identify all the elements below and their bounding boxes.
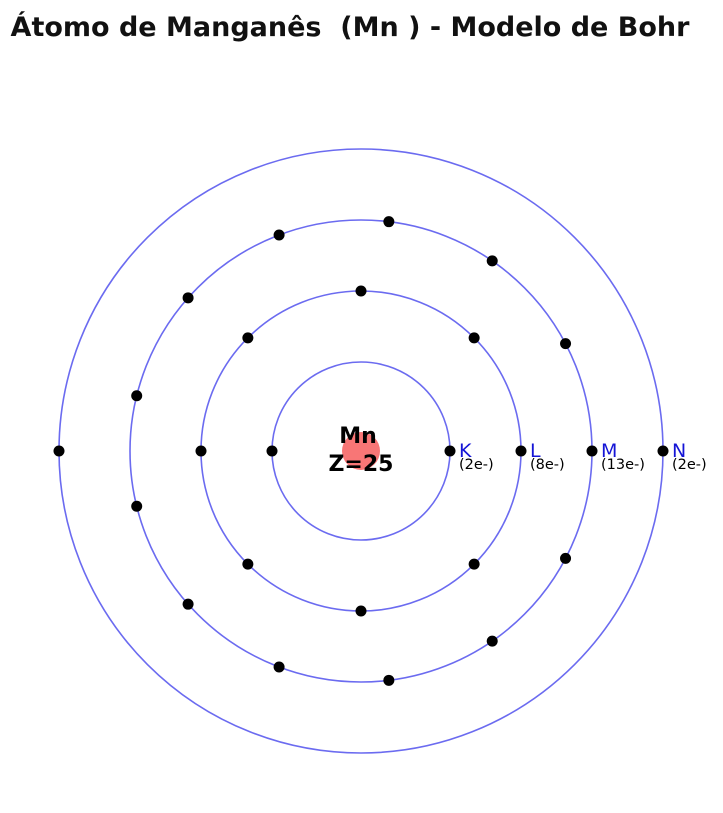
shell-label-n: N <box>672 440 686 462</box>
shell-label-l: L <box>530 440 541 462</box>
electron-m-6 <box>182 292 194 304</box>
shell-count-k: (2e-) <box>459 457 494 473</box>
shell-count-n: (2e-) <box>672 457 707 473</box>
shell-labels: K(2e-)L(8e-)M(13e-)N(2e-) <box>459 440 707 473</box>
shell-count-m: (13e-) <box>601 457 645 473</box>
electron-m-7 <box>131 390 143 402</box>
nucleus-atomic-number: Z=25 <box>328 452 393 477</box>
electron-m-12 <box>486 635 498 647</box>
electron-l-4 <box>242 332 254 344</box>
electron-k-2 <box>266 445 278 457</box>
electron-k-1 <box>444 445 456 457</box>
electron-m-11 <box>383 674 395 686</box>
electron-m-4 <box>383 216 395 228</box>
shell-count-l: (8e-) <box>530 457 565 473</box>
electron-m-13 <box>560 552 572 564</box>
electron-l-7 <box>355 605 367 617</box>
nucleus <box>342 432 380 470</box>
electron-m-8 <box>131 500 143 512</box>
diagram-title: Átomo de Manganês (Mn ) - Modelo de Bohr <box>10 12 690 43</box>
electron-m-9 <box>182 598 194 610</box>
electron-l-2 <box>468 332 480 344</box>
electron-n-2 <box>53 445 65 457</box>
electron-m-5 <box>273 229 285 241</box>
electron-n-1 <box>657 445 669 457</box>
electron-m-10 <box>273 661 285 673</box>
electron-l-8 <box>468 558 480 570</box>
electron-m-1 <box>586 445 598 457</box>
shell-label-m: M <box>601 440 617 462</box>
shell-label-k: K <box>459 440 472 462</box>
electron-m-3 <box>486 255 498 267</box>
electron-l-5 <box>195 445 207 457</box>
electron-l-6 <box>242 558 254 570</box>
electron-l-3 <box>355 285 367 297</box>
nucleus-symbol: Mn <box>339 424 377 449</box>
electron-l-1 <box>515 445 527 457</box>
electron-m-2 <box>560 338 572 350</box>
electrons <box>53 216 669 686</box>
